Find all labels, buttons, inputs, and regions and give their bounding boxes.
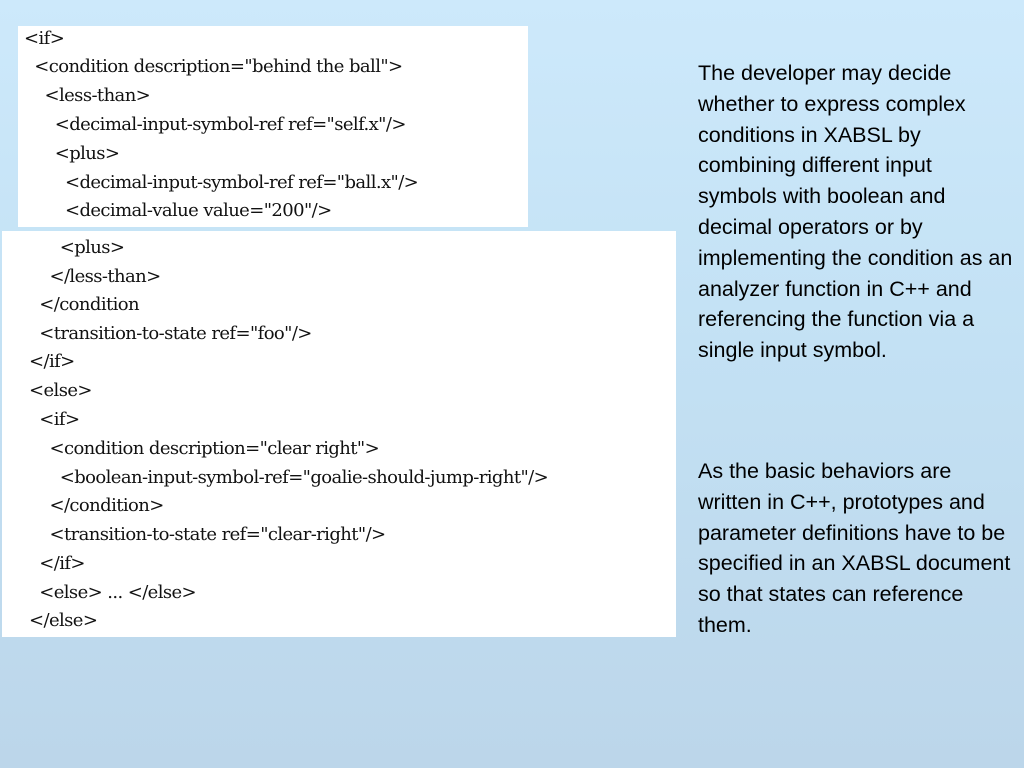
explanation-paragraph-basic-behaviors: As the basic behaviors are written in C+…: [698, 459, 1011, 637]
code-line: <else>: [29, 380, 92, 401]
code-line: </less-than>: [29, 266, 161, 287]
code-line: <if>: [24, 28, 65, 49]
code-line: <else> ... </else>: [29, 582, 197, 603]
code-line: <decimal-input-symbol-ref ref="ball.x"/>: [24, 172, 419, 193]
code-line: <decimal-value value="200"/>: [24, 200, 332, 221]
code-line: <transition-to-state ref="clear-right"/>: [29, 524, 386, 545]
code-snippet-bottom: <plus> </less-than> </condition <transit…: [2, 231, 676, 637]
code-line: </condition: [29, 294, 139, 315]
code-line: <condition description="clear right">: [29, 438, 380, 459]
code-line: <plus>: [24, 143, 120, 164]
code-line: <if>: [29, 409, 80, 430]
code-line: <condition description="behind the ball"…: [24, 56, 403, 77]
code-line: <plus>: [29, 237, 125, 258]
code-line: <transition-to-state ref="foo"/>: [29, 323, 312, 344]
code-snippet-top: <if> <condition description="behind the …: [18, 26, 528, 227]
code-line: <decimal-input-symbol-ref ref="self.x"/>: [24, 114, 407, 135]
code-line: <boolean-input-symbol-ref="goalie-should…: [29, 467, 549, 488]
code-line: <less-than>: [24, 85, 151, 106]
code-line: </if>: [29, 553, 85, 574]
code-line: </condition>: [29, 495, 164, 516]
code-line: </if>: [29, 351, 75, 372]
explanation-paragraph-conditions: The developer may decide whether to expr…: [698, 61, 1013, 363]
code-line: </else>: [29, 610, 98, 631]
